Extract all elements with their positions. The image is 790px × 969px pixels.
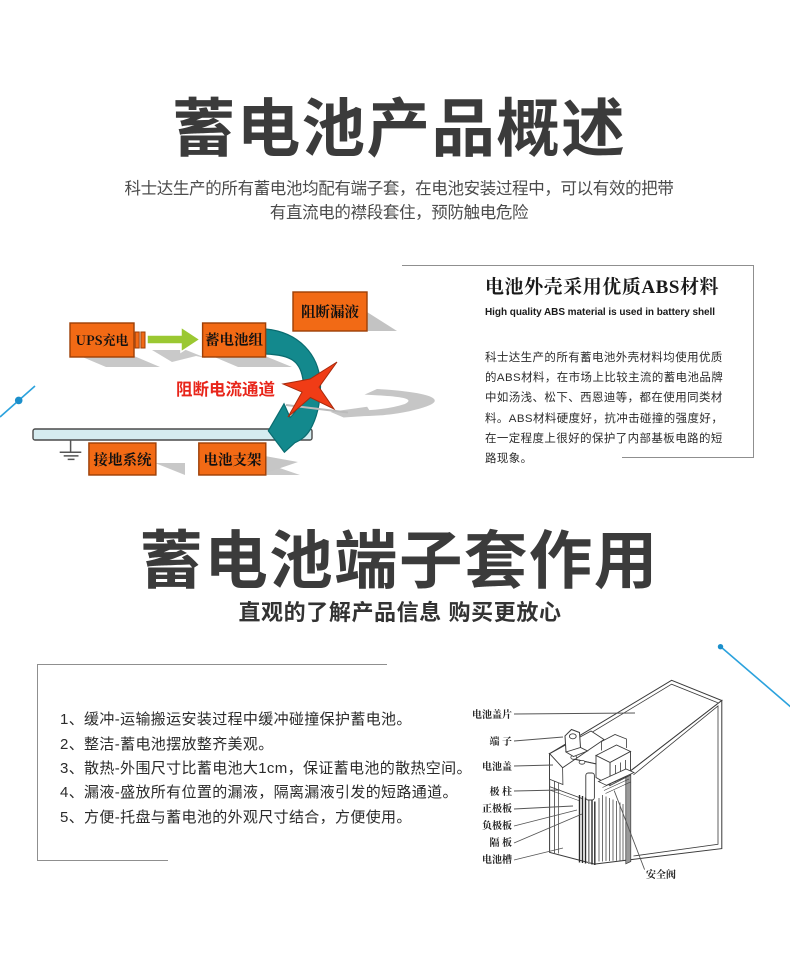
svg-text:电池盖: 电池盖 — [482, 758, 512, 773]
svg-text:正极板: 正极板 — [482, 800, 512, 815]
svg-text:接地系统: 接地系统 — [94, 449, 153, 470]
svg-text:阻断电流通道: 阻断电流通道 — [176, 376, 276, 400]
svg-text:隔 板: 隔 板 — [490, 834, 513, 849]
svg-text:电池盖片: 电池盖片 — [472, 706, 512, 721]
svg-text:电池支架: 电池支架 — [204, 449, 262, 470]
svg-text:蓄电池组: 蓄电池组 — [205, 329, 263, 350]
svg-text:端 子: 端 子 — [490, 733, 513, 748]
svg-text:负极板: 负极板 — [482, 817, 512, 832]
svg-text:安全阀: 安全阀 — [646, 866, 676, 881]
svg-text:极 柱: 极 柱 — [490, 783, 513, 798]
svg-text:电池槽: 电池槽 — [482, 851, 512, 866]
svg-text:阻断漏液: 阻断漏液 — [301, 301, 359, 322]
svg-text:UPS充电: UPS充电 — [76, 330, 129, 349]
